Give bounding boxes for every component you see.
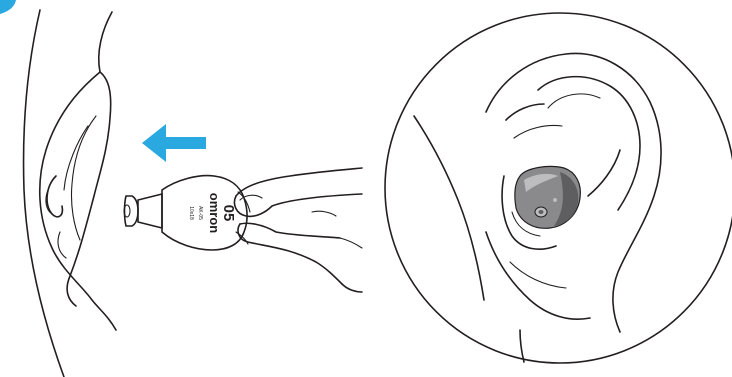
device-brand: omron <box>207 193 222 234</box>
ear-left <box>40 72 116 330</box>
hand <box>234 168 362 292</box>
arrow-left-icon <box>142 124 206 162</box>
corner-accent-mark <box>0 0 16 14</box>
device-size: 10x18 <box>188 206 194 220</box>
device-model-code: AK-05 <box>197 206 203 220</box>
head-profile <box>24 10 112 377</box>
hearing-aid-device: 05 omron AK-05 10x18 <box>124 176 250 250</box>
hearing-aid-in-ear <box>515 166 581 228</box>
